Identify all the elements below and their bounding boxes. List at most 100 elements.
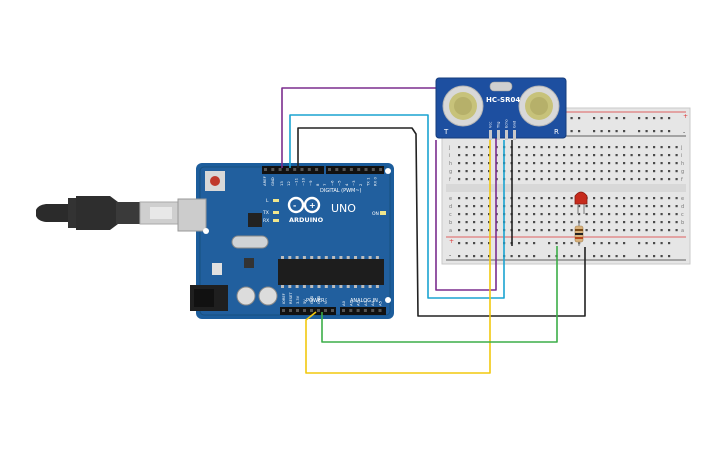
breadboard-hole[interactable] <box>608 213 611 216</box>
breadboard-hole[interactable] <box>675 205 678 208</box>
resistor[interactable] <box>574 220 584 246</box>
breadboard-hole[interactable] <box>510 255 513 258</box>
breadboard-hole[interactable] <box>623 221 626 224</box>
breadboard-hole[interactable] <box>600 130 603 133</box>
breadboard-hole[interactable] <box>525 229 528 232</box>
breadboard-hole[interactable] <box>600 154 603 157</box>
breadboard-hole[interactable] <box>518 154 521 157</box>
header-pin[interactable] <box>289 309 292 312</box>
breadboard-hole[interactable] <box>525 197 528 200</box>
breadboard-hole[interactable] <box>675 213 678 216</box>
breadboard-hole[interactable] <box>555 146 558 149</box>
usb-port[interactable] <box>177 198 207 232</box>
breadboard-hole[interactable] <box>653 213 656 216</box>
breadboard-hole[interactable] <box>638 229 641 232</box>
header-pin[interactable] <box>331 309 334 312</box>
header-pin[interactable] <box>285 168 289 171</box>
breadboard-hole[interactable] <box>593 229 596 232</box>
header-pin[interactable] <box>378 309 382 312</box>
breadboard-hole[interactable] <box>623 205 626 208</box>
breadboard-hole[interactable] <box>668 154 671 157</box>
breadboard-hole[interactable] <box>615 221 618 224</box>
breadboard-hole[interactable] <box>473 170 476 173</box>
breadboard-hole[interactable] <box>525 170 528 173</box>
breadboard-hole[interactable] <box>608 154 611 157</box>
breadboard-hole[interactable] <box>480 229 483 232</box>
breadboard-hole[interactable] <box>645 117 648 120</box>
breadboard-hole[interactable] <box>548 178 551 181</box>
breadboard-hole[interactable] <box>638 162 641 165</box>
breadboard-hole[interactable] <box>593 178 596 181</box>
header-pin[interactable] <box>296 309 299 312</box>
breadboard-hole[interactable] <box>518 213 521 216</box>
red-led[interactable] <box>574 191 588 214</box>
breadboard-hole[interactable] <box>563 197 566 200</box>
breadboard-hole[interactable] <box>653 154 656 157</box>
breadboard-hole[interactable] <box>660 146 663 149</box>
breadboard-hole[interactable] <box>593 242 596 245</box>
breadboard-hole[interactable] <box>653 162 656 165</box>
breadboard-hole[interactable] <box>585 221 588 224</box>
breadboard-hole[interactable] <box>600 242 603 245</box>
breadboard-hole[interactable] <box>668 130 671 133</box>
breadboard-hole[interactable] <box>585 178 588 181</box>
header-pin[interactable] <box>300 168 304 171</box>
wire-green[interactable] <box>321 246 558 343</box>
breadboard-hole[interactable] <box>548 213 551 216</box>
breadboard-hole[interactable] <box>623 170 626 173</box>
breadboard-hole[interactable] <box>638 130 641 133</box>
header-pin[interactable] <box>282 309 285 312</box>
breadboard-hole[interactable] <box>458 255 461 258</box>
breadboard-hole[interactable] <box>540 213 543 216</box>
breadboard-hole[interactable] <box>533 213 536 216</box>
breadboard-hole[interactable] <box>645 229 648 232</box>
breadboard-hole[interactable] <box>623 178 626 181</box>
breadboard-hole[interactable] <box>615 146 618 149</box>
header-pin[interactable] <box>271 168 275 171</box>
breadboard-hole[interactable] <box>593 221 596 224</box>
breadboard-hole[interactable] <box>660 221 663 224</box>
header-pin[interactable] <box>328 168 331 171</box>
breadboard-hole[interactable] <box>555 154 558 157</box>
breadboard-hole[interactable] <box>540 221 543 224</box>
breadboard-hole[interactable] <box>525 162 528 165</box>
breadboard-hole[interactable] <box>548 255 551 258</box>
breadboard-hole[interactable] <box>473 229 476 232</box>
breadboard-hole[interactable] <box>563 221 566 224</box>
breadboard-hole[interactable] <box>488 178 491 181</box>
breadboard-hole[interactable] <box>480 146 483 149</box>
breadboard-hole[interactable] <box>518 162 521 165</box>
breadboard-hole[interactable] <box>668 170 671 173</box>
breadboard-hole[interactable] <box>645 170 648 173</box>
breadboard-hole[interactable] <box>675 162 678 165</box>
breadboard-hole[interactable] <box>465 154 468 157</box>
breadboard-hole[interactable] <box>548 154 551 157</box>
breadboard-hole[interactable] <box>660 162 663 165</box>
breadboard-hole[interactable] <box>525 213 528 216</box>
breadboard-hole[interactable] <box>608 178 611 181</box>
breadboard-hole[interactable] <box>555 229 558 232</box>
breadboard-hole[interactable] <box>458 154 461 157</box>
breadboard-hole[interactable] <box>668 221 671 224</box>
breadboard-hole[interactable] <box>593 213 596 216</box>
breadboard-hole[interactable] <box>473 242 476 245</box>
breadboard-hole[interactable] <box>600 205 603 208</box>
breadboard-hole[interactable] <box>585 162 588 165</box>
header-pin[interactable] <box>303 309 306 312</box>
breadboard-hole[interactable] <box>675 146 678 149</box>
breadboard-hole[interactable] <box>600 162 603 165</box>
header-pin[interactable] <box>379 168 383 171</box>
breadboard-hole[interactable] <box>668 162 671 165</box>
breadboard-hole[interactable] <box>555 205 558 208</box>
breadboard-hole[interactable] <box>638 117 641 120</box>
breadboard-hole[interactable] <box>660 205 663 208</box>
breadboard-hole[interactable] <box>480 255 483 258</box>
breadboard-hole[interactable] <box>578 130 581 133</box>
breadboard-hole[interactable] <box>473 154 476 157</box>
breadboard-hole[interactable] <box>488 205 491 208</box>
breadboard-hole[interactable] <box>555 242 558 245</box>
breadboard-hole[interactable] <box>608 170 611 173</box>
breadboard-hole[interactable] <box>578 205 581 208</box>
breadboard-hole[interactable] <box>533 242 536 245</box>
wire-yellow[interactable] <box>305 140 491 374</box>
